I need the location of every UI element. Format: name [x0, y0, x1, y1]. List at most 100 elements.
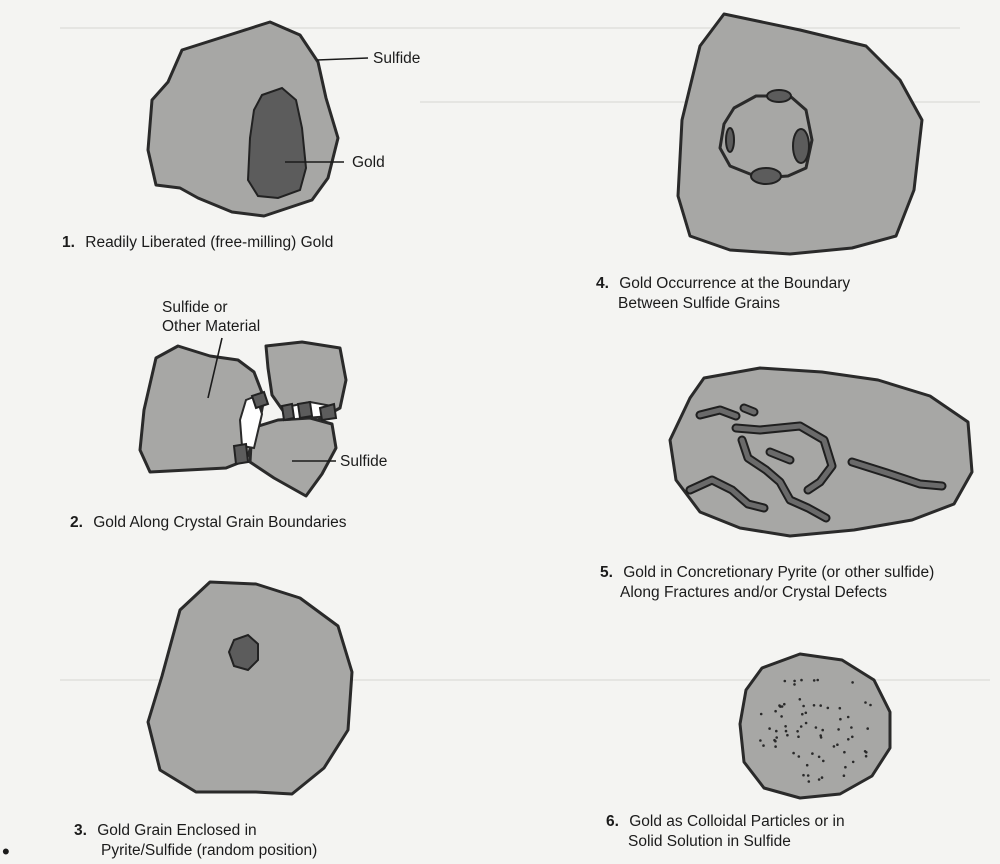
caption-panel-6-line-1: 6. Gold as Colloidal Particles or in — [606, 813, 845, 830]
solid-solution-sulfide-grain — [740, 654, 890, 798]
caption-number: 1. — [62, 234, 75, 251]
sulfide-or-label: Sulfide or — [162, 299, 227, 316]
boundary-gold — [298, 402, 312, 418]
caption-number: 6. — [606, 813, 619, 830]
caption-line: Gold Grain Enclosed in — [97, 822, 256, 839]
colloidal-particle — [780, 715, 783, 718]
caption-panel-6-line-2: Solid Solution in Sulfide — [628, 833, 791, 850]
colloidal-particle — [821, 729, 824, 732]
colloidal-particle — [802, 705, 805, 708]
caption-panel-2: 2. Gold Along Crystal Grain Boundaries — [70, 514, 347, 531]
colloidal-particle — [821, 776, 824, 779]
panel-2: Sulfide or Other Material Sulfide 2. Gol… — [70, 299, 387, 531]
colloidal-particle — [774, 745, 777, 748]
caption-number: 5. — [600, 564, 613, 581]
colloidal-particle — [822, 760, 825, 763]
colloidal-particle — [784, 725, 787, 728]
colloidal-particle — [815, 726, 818, 729]
panel-3: 3. Gold Grain Enclosed in Pyrite/Sulfide… — [74, 582, 352, 859]
colloidal-particle — [799, 698, 802, 701]
colloidal-particle — [813, 679, 816, 682]
boundary-gold-particle — [793, 129, 809, 163]
colloidal-particle — [807, 774, 810, 777]
caption-line: Gold as Colloidal Particles or in — [629, 813, 844, 830]
colloidal-particle — [866, 727, 869, 730]
colloidal-particle — [816, 679, 819, 682]
colloidal-particle — [785, 730, 788, 733]
caption-panel-3-line-2: Pyrite/Sulfide (random position) — [101, 842, 317, 859]
colloidal-particle — [819, 704, 822, 707]
colloidal-particle — [778, 704, 781, 707]
colloidal-particle — [843, 751, 846, 754]
colloidal-particle — [864, 701, 867, 704]
colloidal-particle — [800, 679, 803, 682]
colloidal-particle — [784, 680, 787, 683]
colloidal-particle — [775, 736, 778, 739]
colloidal-particle — [792, 752, 795, 755]
colloidal-particle — [827, 707, 830, 710]
boundary-gold-particle — [726, 128, 734, 152]
colloidal-particle — [839, 707, 842, 710]
colloidal-particle — [813, 704, 816, 707]
colloidal-particle — [844, 766, 847, 769]
colloidal-particle — [796, 730, 799, 733]
colloidal-particle — [850, 726, 853, 729]
list-bullet: • — [2, 841, 10, 863]
colloidal-particle — [836, 743, 839, 746]
colloidal-particle — [839, 718, 842, 721]
colloidal-particle — [806, 764, 809, 767]
colloidal-particle — [847, 738, 850, 741]
caption-number: 4. — [596, 275, 609, 292]
caption-line: Gold Along Crystal Grain Boundaries — [93, 514, 347, 531]
caption-line: Gold Occurrence at the Boundary — [619, 275, 850, 292]
colloidal-particle — [774, 710, 777, 713]
caption-panel-1: 1. Readily Liberated (free-milling) Gold — [62, 234, 333, 251]
colloidal-particle — [852, 761, 855, 764]
gold-grain — [248, 88, 306, 198]
panel-6: 6. Gold as Colloidal Particles or in Sol… — [606, 654, 890, 850]
panel-1: Sulfide Gold 1. Readily Liberated (free-… — [62, 22, 420, 251]
colloidal-particle — [805, 722, 808, 725]
sulfide-leader — [317, 58, 368, 60]
caption-panel-3-line-1: 3. Gold Grain Enclosed in — [74, 822, 257, 839]
caption-number: 3. — [74, 822, 87, 839]
boundary-gold-particle — [751, 168, 781, 184]
colloidal-particle — [869, 704, 872, 707]
pyrite-grain — [148, 582, 352, 794]
boundary-gold — [252, 392, 268, 408]
colloidal-particle — [837, 728, 840, 731]
gold-label: Gold — [352, 154, 385, 171]
colloidal-particle — [865, 751, 868, 754]
colloidal-particle — [819, 734, 822, 737]
colloidal-particle — [811, 752, 814, 755]
colloidal-particle — [851, 681, 854, 684]
colloidal-particle — [775, 730, 778, 733]
colloidal-particle — [805, 712, 808, 715]
caption-panel-5-line-2: Along Fractures and/or Crystal Defects — [620, 584, 887, 601]
caption-number: 2. — [70, 514, 83, 531]
colloidal-particle — [865, 755, 868, 758]
colloidal-particle — [793, 680, 796, 683]
colloidal-particle — [786, 734, 789, 737]
caption-line: Gold in Concretionary Pyrite (or other s… — [623, 564, 934, 581]
colloidal-particle — [783, 703, 786, 706]
colloidal-particle — [808, 780, 811, 783]
colloidal-particle — [801, 713, 804, 716]
colloidal-particle — [802, 774, 805, 777]
colloidal-particle — [768, 727, 771, 730]
sulfide-grain-lower-right — [250, 418, 336, 496]
colloidal-particle — [774, 740, 777, 743]
other-material-label: Other Material — [162, 318, 260, 335]
caption-panel-5-line-1: 5. Gold in Concretionary Pyrite (or othe… — [600, 564, 934, 581]
colloidal-particle — [818, 756, 821, 759]
panel-5: 5. Gold in Concretionary Pyrite (or othe… — [600, 368, 972, 601]
colloidal-particle — [759, 739, 762, 742]
panel-4: 4. Gold Occurrence at the Boundary Betwe… — [596, 14, 922, 312]
colloidal-particle — [851, 736, 854, 739]
boundary-gold-particle — [767, 90, 791, 102]
colloidal-particle — [760, 713, 763, 716]
sulfide-label: Sulfide — [340, 453, 387, 470]
colloidal-particle — [818, 778, 821, 781]
enclosed-gold-grain — [229, 635, 258, 670]
sulfide-grain — [148, 22, 338, 216]
